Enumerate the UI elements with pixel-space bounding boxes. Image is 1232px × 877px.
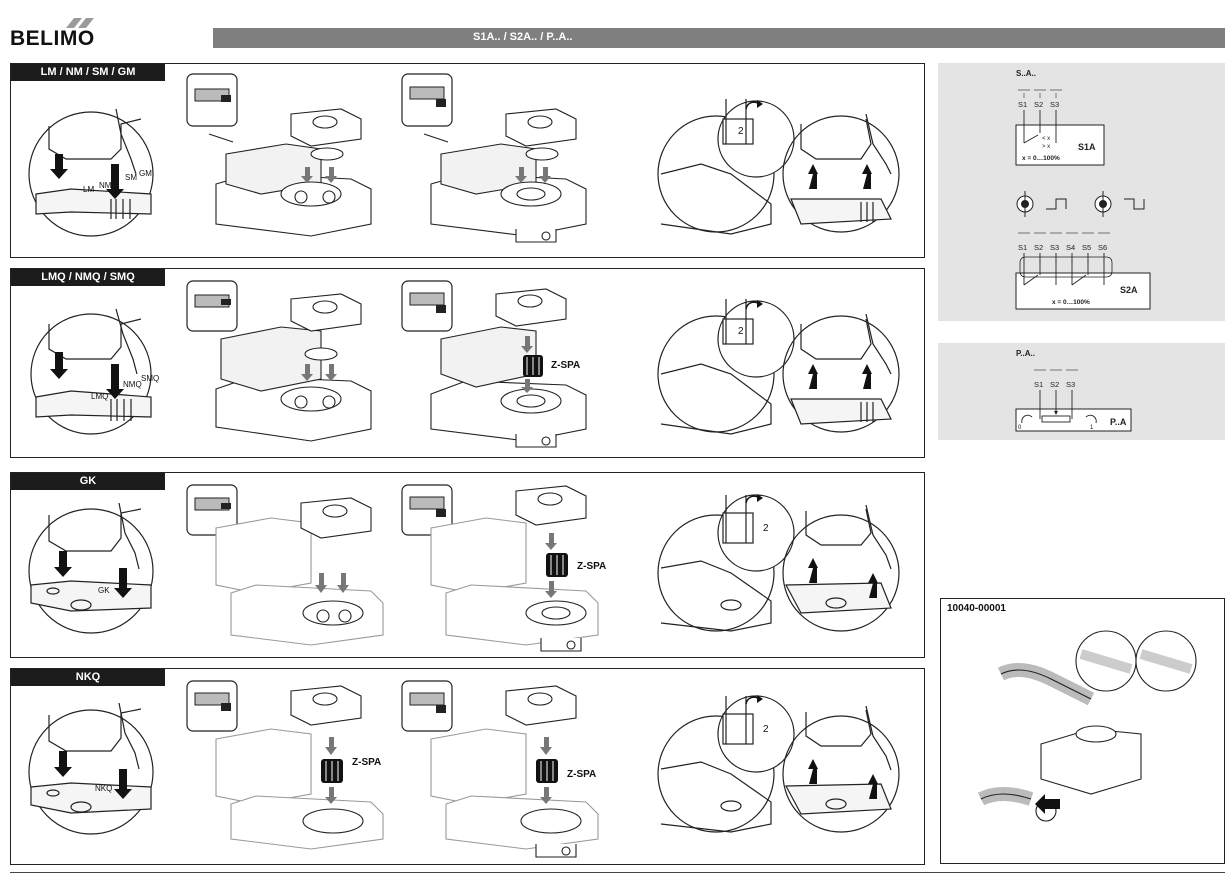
terminal-label: S2 (1034, 100, 1043, 109)
cam-switch-icon (1094, 191, 1145, 217)
slot-label: NM (99, 181, 112, 190)
cam-switch-icon (1016, 191, 1067, 217)
actuator-drawing (423, 108, 587, 243)
slot-label: SMQ (141, 374, 159, 383)
panel-illustration: NKQ Z-SPA (28, 680, 900, 858)
brand-name: BELIMO (10, 27, 95, 50)
belimo-logo: BELIMO (10, 18, 95, 52)
terminal-label: S6 (1098, 243, 1107, 252)
potentiometer-icon (1041, 415, 1071, 423)
slot-label: GK (98, 586, 110, 595)
range-label: x = 0…100% (1052, 299, 1090, 306)
detail-circle (28, 111, 154, 237)
terminal-label: S1 (1018, 243, 1027, 252)
switch-label: > x (1042, 144, 1050, 150)
terminal-label: S1 (1018, 100, 1027, 109)
wiring-title: P..A.. (1016, 349, 1035, 358)
wiring-pa-box: P..A.. S1 S2 S3 0 1 P..A (938, 343, 1225, 440)
wiring-title: S..A.. (1016, 69, 1036, 78)
panel-illustration: LMQ NMQ SMQ (30, 280, 900, 448)
terminal-label: S4 (1066, 243, 1075, 252)
wiring-sa-diagram: S..A.. S1 S2 S3 < x > x S1A x = 0…100% (1015, 69, 1151, 310)
page-title: S1A.. / S2A.. / P..A.. (473, 31, 573, 43)
device-label: S1A (1078, 142, 1096, 152)
slot-label: LM (83, 185, 94, 194)
panel-label: GK (11, 473, 165, 490)
wiring-pa-diagram: P..A.. S1 S2 S3 0 1 P..A (1015, 349, 1132, 432)
slot-label: SM (125, 173, 137, 182)
terminal-label: S1 (1034, 380, 1043, 389)
accessory-label: Z-SPA (352, 757, 381, 768)
panel-lmq-nmq-smq: LMQ / NMQ / SMQ LMQ NMQ SMQ (10, 268, 925, 458)
step-number: 2 (738, 126, 744, 137)
accessory-label: Z-SPA (577, 561, 606, 572)
terminal-label: S3 (1066, 380, 1075, 389)
terminal-label: S2 (1034, 243, 1043, 252)
panel-nkq: NKQ NKQ (10, 668, 925, 865)
slot-label: NKQ (95, 784, 112, 793)
position-label: 1 (1090, 425, 1094, 431)
title-bar: S1A.. / S2A.. / P..A.. (213, 28, 1225, 48)
accessory-label: Z-SPA (567, 769, 596, 780)
terminal-label: S3 (1050, 243, 1059, 252)
device-label: P..A (1110, 417, 1127, 427)
panel-label: LMQ / NMQ / SMQ (11, 269, 165, 286)
cable-illustration (977, 630, 1197, 822)
z-spa-adapter-icon (523, 355, 543, 377)
actuator-drawing (208, 108, 372, 237)
accessory-label: Z-SPA (551, 360, 580, 371)
terminal-label: S2 (1050, 380, 1059, 389)
cable-detail-box: 10040-00001 (940, 598, 1225, 864)
device-label: S2A (1120, 285, 1138, 295)
detail-circle (782, 115, 900, 233)
switch-label: < x (1042, 136, 1050, 142)
step-number: 2 (738, 326, 744, 337)
terminal-label: S5 (1082, 243, 1091, 252)
range-label: x = 0…100% (1022, 155, 1060, 162)
wiring-sa-box: S..A.. S1 S2 S3 < x > x S1A x = 0…100% (938, 63, 1225, 321)
panel-label: NKQ (11, 669, 165, 686)
panel-label: LM / NM / SM / GM (11, 64, 165, 81)
z-spa-adapter-icon (546, 553, 568, 577)
panel-gk: GK GK (10, 472, 925, 658)
cable-part-number: 10040-00001 (947, 603, 1006, 614)
panel-illustration: LM NM SM GM (28, 73, 900, 243)
terminal-label: S3 (1050, 100, 1059, 109)
logo-mark-icon (66, 18, 94, 28)
slot-label: GM (139, 169, 152, 178)
step-number: 2 (763, 523, 769, 534)
z-spa-adapter-icon (536, 759, 558, 783)
footer-rule (10, 872, 1225, 873)
panel-illustration: GK (28, 484, 900, 652)
position-label: 0 (1018, 425, 1022, 431)
step-number: 2 (763, 724, 769, 735)
slot-label: LMQ (91, 392, 108, 401)
slot-label: NMQ (123, 380, 142, 389)
panel-lm-nm-sm-gm: LM / NM / SM / GM LM NM SM GM (10, 63, 925, 258)
z-spa-adapter-icon (321, 759, 343, 783)
